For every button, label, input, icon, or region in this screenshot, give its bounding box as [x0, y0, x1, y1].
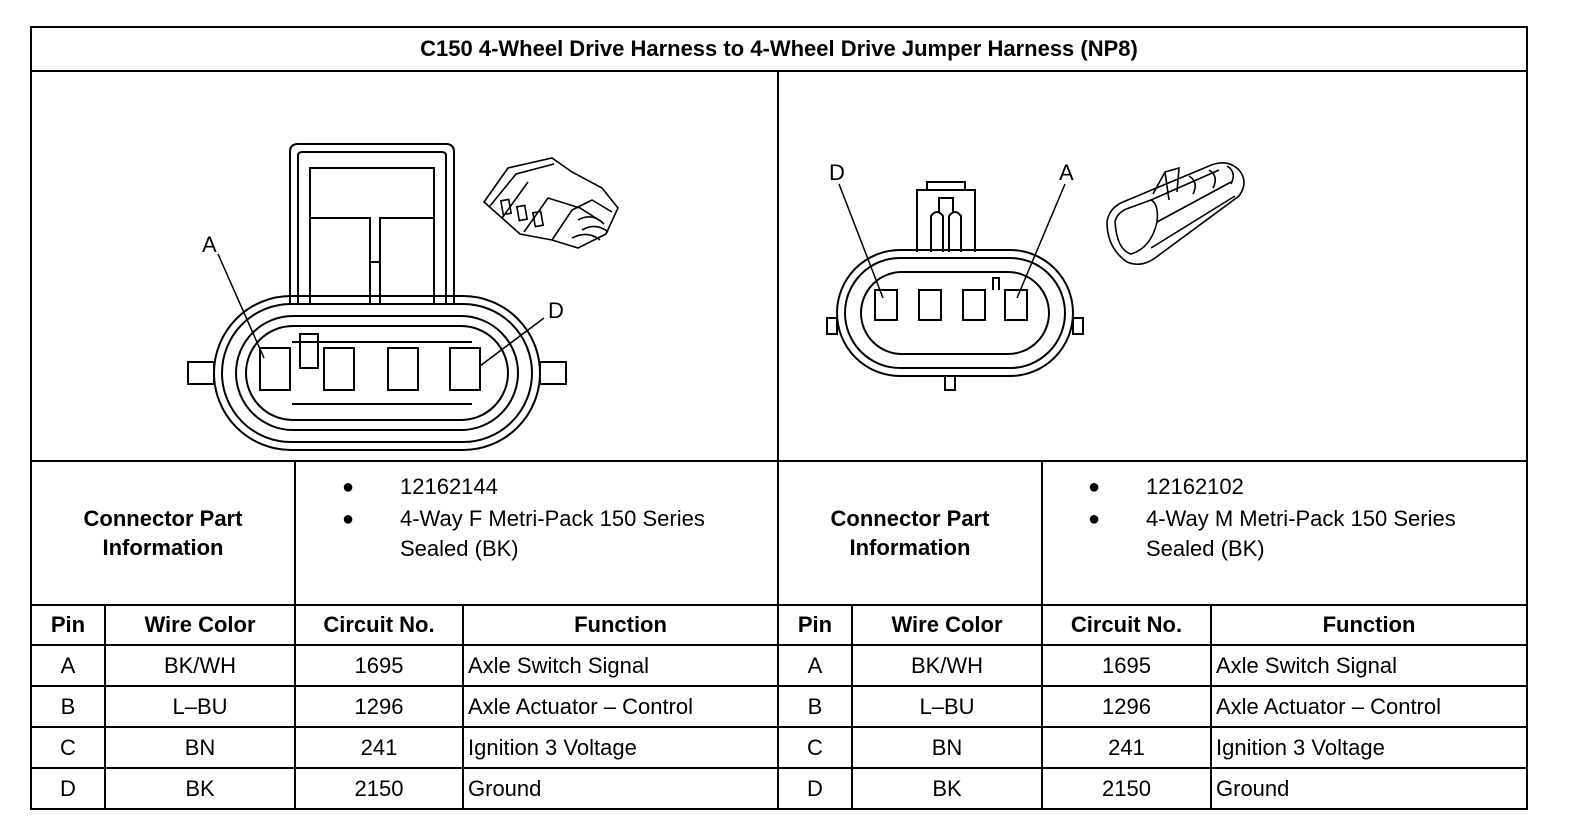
connector-part-info-label: Connector Part Information [779, 462, 1041, 604]
col-divider [1041, 462, 1043, 810]
connector-drawing-male: D A [826, 160, 1245, 391]
pin-cell: B [807, 693, 823, 719]
col-divider [462, 604, 464, 810]
wire-color-cell: BK/WH [163, 652, 237, 678]
col-header-wire-color: Wire Color [144, 612, 256, 637]
connector-thumbnail-female [482, 157, 619, 249]
part-info-list: ● 12162144 ● 4-Way F Metri-Pack 150 Seri… [342, 472, 762, 564]
pin-label-a: A [1059, 160, 1074, 185]
pin-cell: B [60, 693, 76, 719]
wire-color-cell: BK/WH [910, 652, 984, 678]
info-label-text: Connector Part Information [830, 506, 990, 560]
function-cell: Ground [1216, 775, 1290, 801]
row-divider [32, 644, 1526, 646]
pin-cell: A [807, 652, 823, 678]
col-divider [1210, 604, 1212, 810]
pin-label-d: D [548, 298, 564, 323]
function-cell: Ignition 3 Voltage [1216, 734, 1385, 760]
circuit-cell: 2150 [354, 775, 404, 801]
col-divider [294, 462, 296, 810]
circuit-cell: 241 [360, 734, 398, 760]
row-divider [32, 767, 1526, 769]
connector-drawing-female: A D [187, 143, 619, 451]
function-cell: Ground [468, 775, 542, 801]
drawing-divider [32, 460, 1526, 462]
function-cell: Axle Actuator – Control [1216, 693, 1442, 719]
pin-cell: D [60, 775, 76, 801]
connector-thumbnail-male [1106, 162, 1245, 266]
col-header-pin: Pin [797, 612, 833, 637]
col-header-function: Function [574, 612, 667, 637]
part-description: 4-Way F Metri-Pack 150 Series Sealed (BK… [400, 506, 705, 561]
list-item: ● 12162144 [342, 472, 762, 504]
wire-color-cell: L–BU [919, 693, 975, 719]
pin-label-a: A [202, 232, 217, 257]
circuit-cell: 1296 [354, 693, 404, 719]
pin-cell: D [807, 775, 823, 801]
function-cell: Axle Switch Signal [468, 652, 649, 678]
part-description: 4-Way M Metri-Pack 150 Series Sealed (BK… [1146, 506, 1456, 561]
list-item: ● 12162102 [1088, 472, 1518, 504]
center-divider [777, 70, 779, 810]
wire-color-cell: BK [932, 775, 962, 801]
connector-part-info-label: Connector Part Information [32, 462, 294, 604]
col-header-circuit: Circuit No. [1070, 612, 1183, 637]
info-label-text: Connector Part Information [83, 506, 243, 560]
col-divider [851, 604, 853, 810]
col-divider [104, 604, 106, 810]
connector-sheet: C150 4-Wheel Drive Harness to 4-Wheel Dr… [30, 26, 1528, 810]
list-item: ● 4-Way F Metri-Pack 150 Series Sealed (… [342, 504, 762, 564]
col-header-circuit: Circuit No. [323, 612, 435, 637]
function-cell: Axle Actuator – Control [468, 693, 694, 719]
info-divider [32, 604, 1526, 606]
list-item: ● 4-Way M Metri-Pack 150 Series Sealed (… [1088, 504, 1518, 564]
circuit-cell: 241 [1108, 734, 1145, 760]
col-header-wire-color: Wire Color [891, 612, 1003, 637]
wire-color-cell: BK [185, 775, 215, 801]
circuit-cell: 2150 [1102, 775, 1151, 801]
pin-cell: C [807, 734, 823, 760]
pin-cell: C [60, 734, 76, 760]
function-cell: Ignition 3 Voltage [468, 734, 637, 760]
bullet-icon: ● [342, 508, 355, 530]
wire-color-cell: BN [184, 734, 216, 760]
col-header-function: Function [1322, 612, 1416, 637]
bullet-icon: ● [1088, 476, 1101, 498]
pin-cell: A [60, 652, 76, 678]
bullet-icon: ● [342, 476, 355, 498]
circuit-cell: 1296 [1102, 693, 1151, 719]
pin-label-d: D [829, 160, 845, 185]
part-number: 12162144 [400, 474, 498, 499]
col-header-pin: Pin [50, 612, 86, 637]
title-divider [32, 70, 1526, 72]
wire-color-cell: L–BU [172, 693, 228, 719]
wire-color-cell: BN [931, 734, 963, 760]
circuit-cell: 1695 [1102, 652, 1151, 678]
bullet-icon: ● [1088, 508, 1101, 530]
row-divider [32, 726, 1526, 728]
row-divider [32, 685, 1526, 687]
circuit-cell: 1695 [354, 652, 404, 678]
function-cell: Axle Switch Signal [1216, 652, 1397, 678]
part-number: 12162102 [1146, 474, 1244, 499]
page-title: C150 4-Wheel Drive Harness to 4-Wheel Dr… [420, 36, 1138, 61]
part-info-list: ● 12162102 ● 4-Way M Metri-Pack 150 Seri… [1088, 472, 1518, 564]
